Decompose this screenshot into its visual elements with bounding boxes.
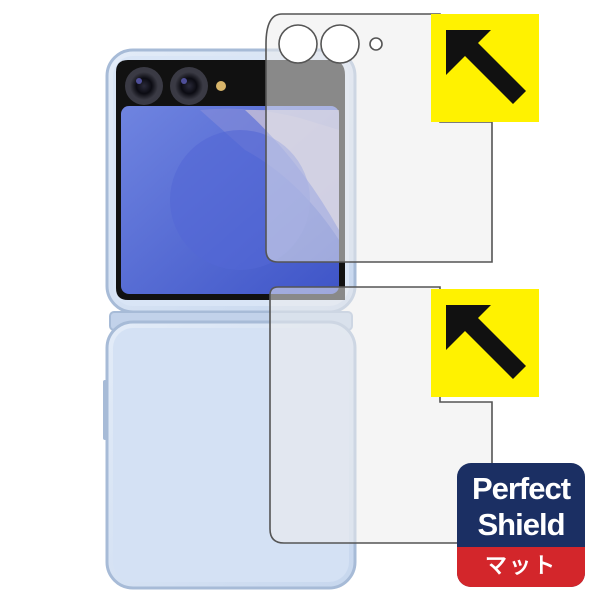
arrow-tag-lower <box>431 289 539 397</box>
perfect-shield-badge: Perfect Shield マット <box>457 463 585 587</box>
film-flash-cutout <box>369 37 383 51</box>
badge-brand-line1: Perfect <box>471 471 571 506</box>
flash-icon <box>216 81 226 91</box>
badge-brand-line2: Shield <box>477 507 565 542</box>
arrow-tag-upper <box>431 14 539 122</box>
diagonal-arrow-icon <box>446 305 526 379</box>
film-camera-cutout <box>278 24 318 64</box>
badge-matte-label: マット <box>457 547 585 587</box>
diagonal-arrow-icon <box>446 30 526 104</box>
film-camera-cutout <box>320 24 360 64</box>
